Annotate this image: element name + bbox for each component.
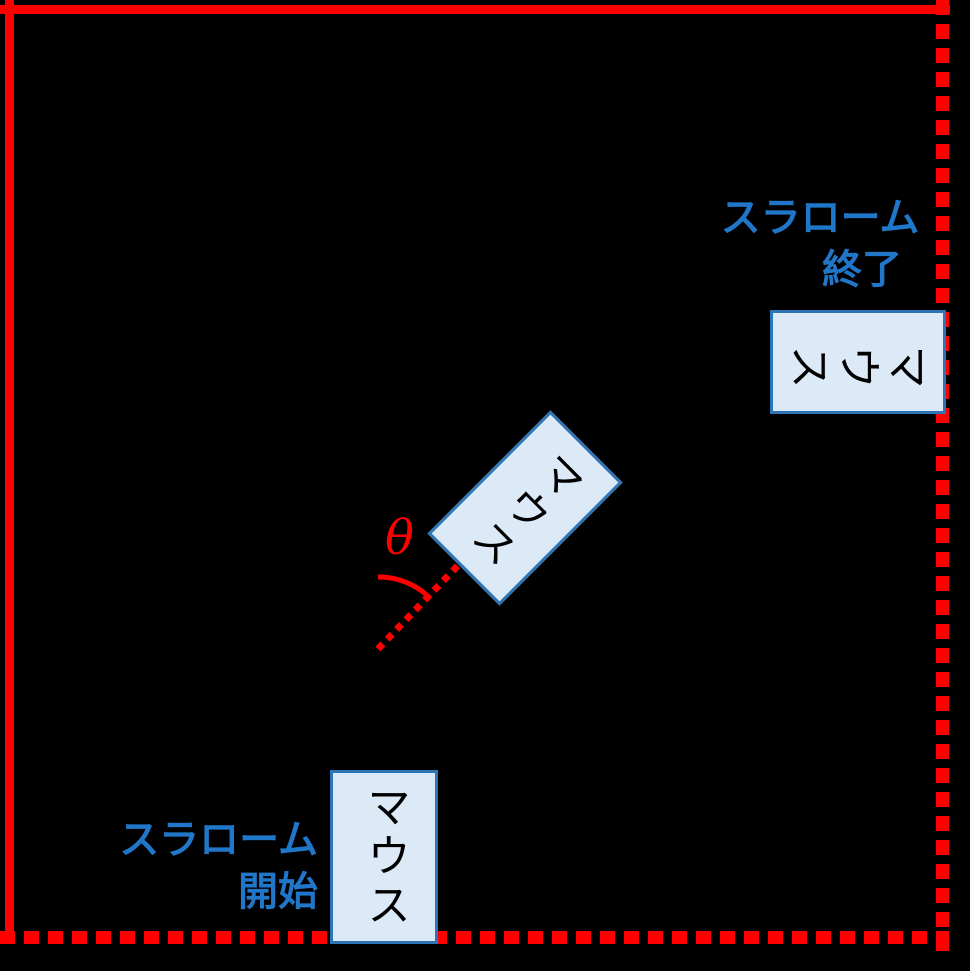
course-boundary-left-solid (5, 0, 14, 944)
turn-trajectory-dotted-line (375, 554, 469, 652)
slalom-start-caption-line2: 開始 (238, 869, 318, 915)
mouse-mid-turn-label: マウス (458, 441, 593, 576)
slalom-start-caption: スラローム 開始 (86, 814, 318, 918)
mouse-start-rect: マウス (330, 770, 438, 944)
slalom-end-caption: スラローム 終了 (698, 192, 942, 296)
turn-angle-theta-label: θ (385, 510, 414, 566)
mouse-start-label: マウス (359, 783, 410, 931)
slalom-end-caption-line1: スラローム (720, 195, 920, 241)
slalom-end-caption-line2: 終了 (822, 247, 902, 293)
course-boundary-right-dotted (936, 0, 949, 960)
slalom-start-caption-line1: スラローム (119, 817, 318, 863)
mouse-end-rect: マウス (770, 310, 946, 414)
course-boundary-bottom-dotted (0, 931, 949, 944)
mouse-mid-turn-rect: マウス (427, 410, 623, 606)
mouse-end-label: マウス (784, 337, 932, 388)
turn-angle-arc (377, 574, 432, 600)
course-boundary-top-solid (0, 5, 950, 14)
